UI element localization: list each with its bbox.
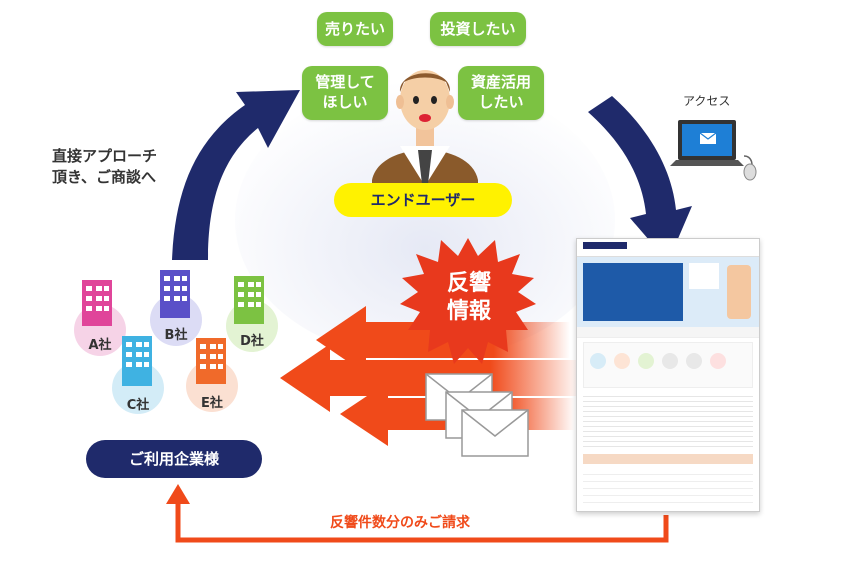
approach-label: 直接アプローチ 頂き、ご商談へ <box>52 146 157 188</box>
approach-label-line1: 直接アプローチ <box>52 147 158 165</box>
response-starburst <box>400 238 536 364</box>
website-news <box>583 468 753 508</box>
bubble-asset-line1: 資産活用 <box>470 73 531 91</box>
bubble-sell: 売りたい <box>317 12 393 46</box>
laptop-icon <box>670 120 757 181</box>
client-pill: ご利用企業様 <box>86 440 262 478</box>
bubble-asset-line2: したい <box>478 93 524 111</box>
access-label: アクセス <box>683 94 731 108</box>
envelope-icon <box>461 409 529 457</box>
end-user-label: エンドユーザー <box>370 191 476 209</box>
client-label: ご利用企業様 <box>128 450 219 468</box>
approach-arrow <box>172 90 300 260</box>
response-badge-line1: 反響 <box>446 271 491 296</box>
end-user-pill: エンドユーザー <box>334 183 512 217</box>
bubble-invest-text: 投資したい <box>440 20 516 38</box>
billing-arrow-head <box>166 484 190 504</box>
company-label-a: A社 <box>88 338 112 353</box>
website-header <box>577 242 759 257</box>
website-text-block <box>583 392 753 450</box>
company-label-d: D社 <box>240 334 264 349</box>
company-building-c <box>112 336 164 414</box>
company-label-b: B社 <box>164 328 188 343</box>
bubble-manage-line1: 管理して <box>315 73 375 91</box>
website-stats <box>583 342 753 388</box>
company-label-e: E社 <box>201 396 223 411</box>
company-building-e <box>186 338 238 412</box>
company-label-c: C社 <box>126 398 150 413</box>
website-orange-band <box>583 454 753 464</box>
website-hero <box>577 257 759 327</box>
company-building-d <box>226 276 278 352</box>
billing-arrow-line <box>175 500 669 543</box>
access-arrow <box>588 96 692 262</box>
response-badge-line2: 情報 <box>446 299 491 324</box>
approach-label-line2: 頂き、ご商談へ <box>52 168 156 186</box>
bubble-manage: 管理して ほしい <box>302 66 388 120</box>
company-building-b <box>150 270 202 346</box>
company-building-a <box>74 280 126 356</box>
bubble-sell-text: 売りたい <box>324 20 385 38</box>
bubble-manage-line2: ほしい <box>322 93 368 111</box>
website-screenshot <box>576 238 760 512</box>
end-user-avatar <box>372 70 478 186</box>
bubble-asset: 資産活用 したい <box>458 66 544 120</box>
billing-label: 反響件数分のみご請求 <box>330 515 470 531</box>
response-badge-text: 反響 情報 <box>438 270 500 326</box>
website-logo-strip <box>577 327 759 338</box>
bubble-invest: 投資したい <box>430 12 526 46</box>
